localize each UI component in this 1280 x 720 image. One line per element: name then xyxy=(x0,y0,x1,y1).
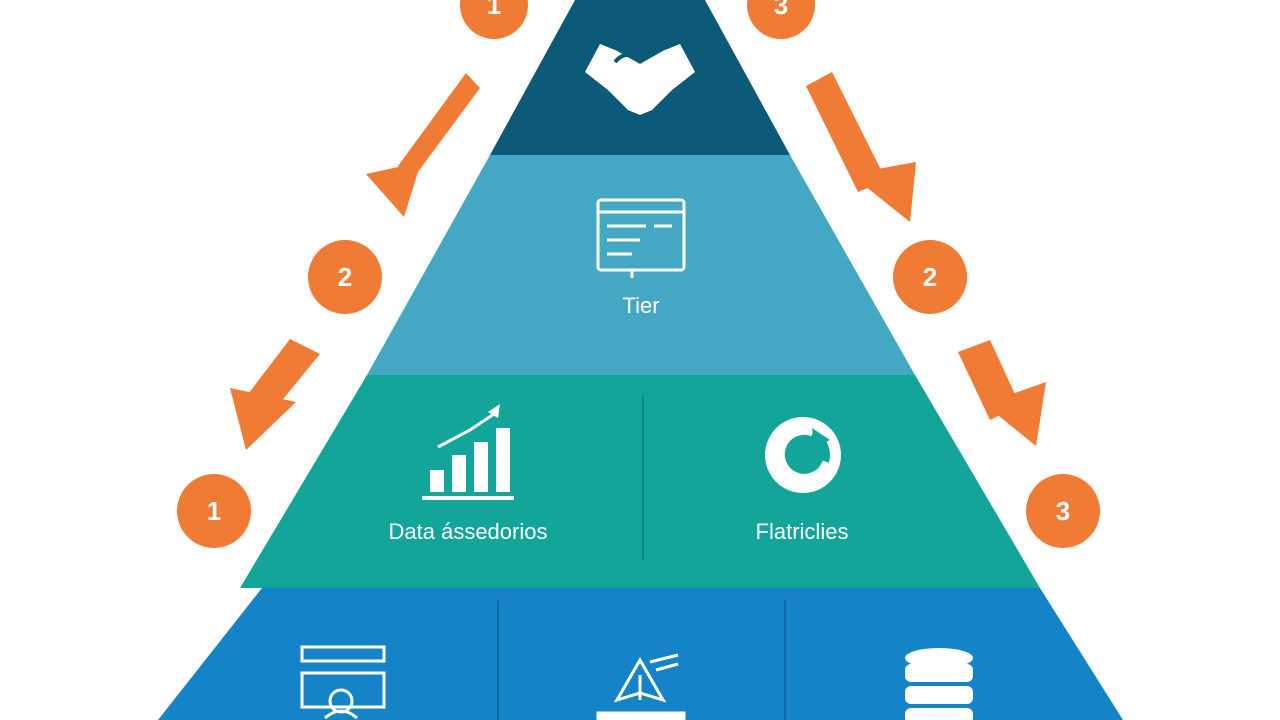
tier-third xyxy=(240,375,1040,588)
tier-third-label-right: Flatriclies xyxy=(756,519,849,544)
badge-right-2: 2 xyxy=(893,240,967,314)
tier-second xyxy=(367,155,915,375)
arrow-left-lower xyxy=(230,339,320,450)
badge-left-1: 1 xyxy=(460,0,528,39)
monitor-icon xyxy=(596,198,686,278)
badge-right-3: 3 xyxy=(1026,474,1100,548)
svg-text:1: 1 xyxy=(207,496,221,526)
document-person-icon xyxy=(300,645,386,720)
refresh-icon xyxy=(765,417,841,493)
arrow-right-upper xyxy=(806,72,916,222)
svg-text:3: 3 xyxy=(1056,496,1070,526)
svg-text:2: 2 xyxy=(923,262,937,292)
svg-text:3: 3 xyxy=(774,0,788,20)
tier-third-label-left: Data ássedorios xyxy=(389,519,548,544)
svg-text:1: 1 xyxy=(487,0,501,20)
handshake-icon xyxy=(585,42,695,115)
tier-second-label: Tier xyxy=(622,293,659,318)
database-icon xyxy=(905,648,973,720)
bar-chart-icon xyxy=(422,404,514,500)
cursor-icon xyxy=(596,653,686,720)
badge-left-3: 1 xyxy=(177,474,251,548)
badge-left-2: 2 xyxy=(308,240,382,314)
arrow-left-upper xyxy=(366,73,480,217)
svg-text:2: 2 xyxy=(338,262,352,292)
badge-right-1: 3 xyxy=(747,0,815,39)
tier-base xyxy=(158,588,1123,720)
arrow-right-lower xyxy=(958,340,1046,446)
